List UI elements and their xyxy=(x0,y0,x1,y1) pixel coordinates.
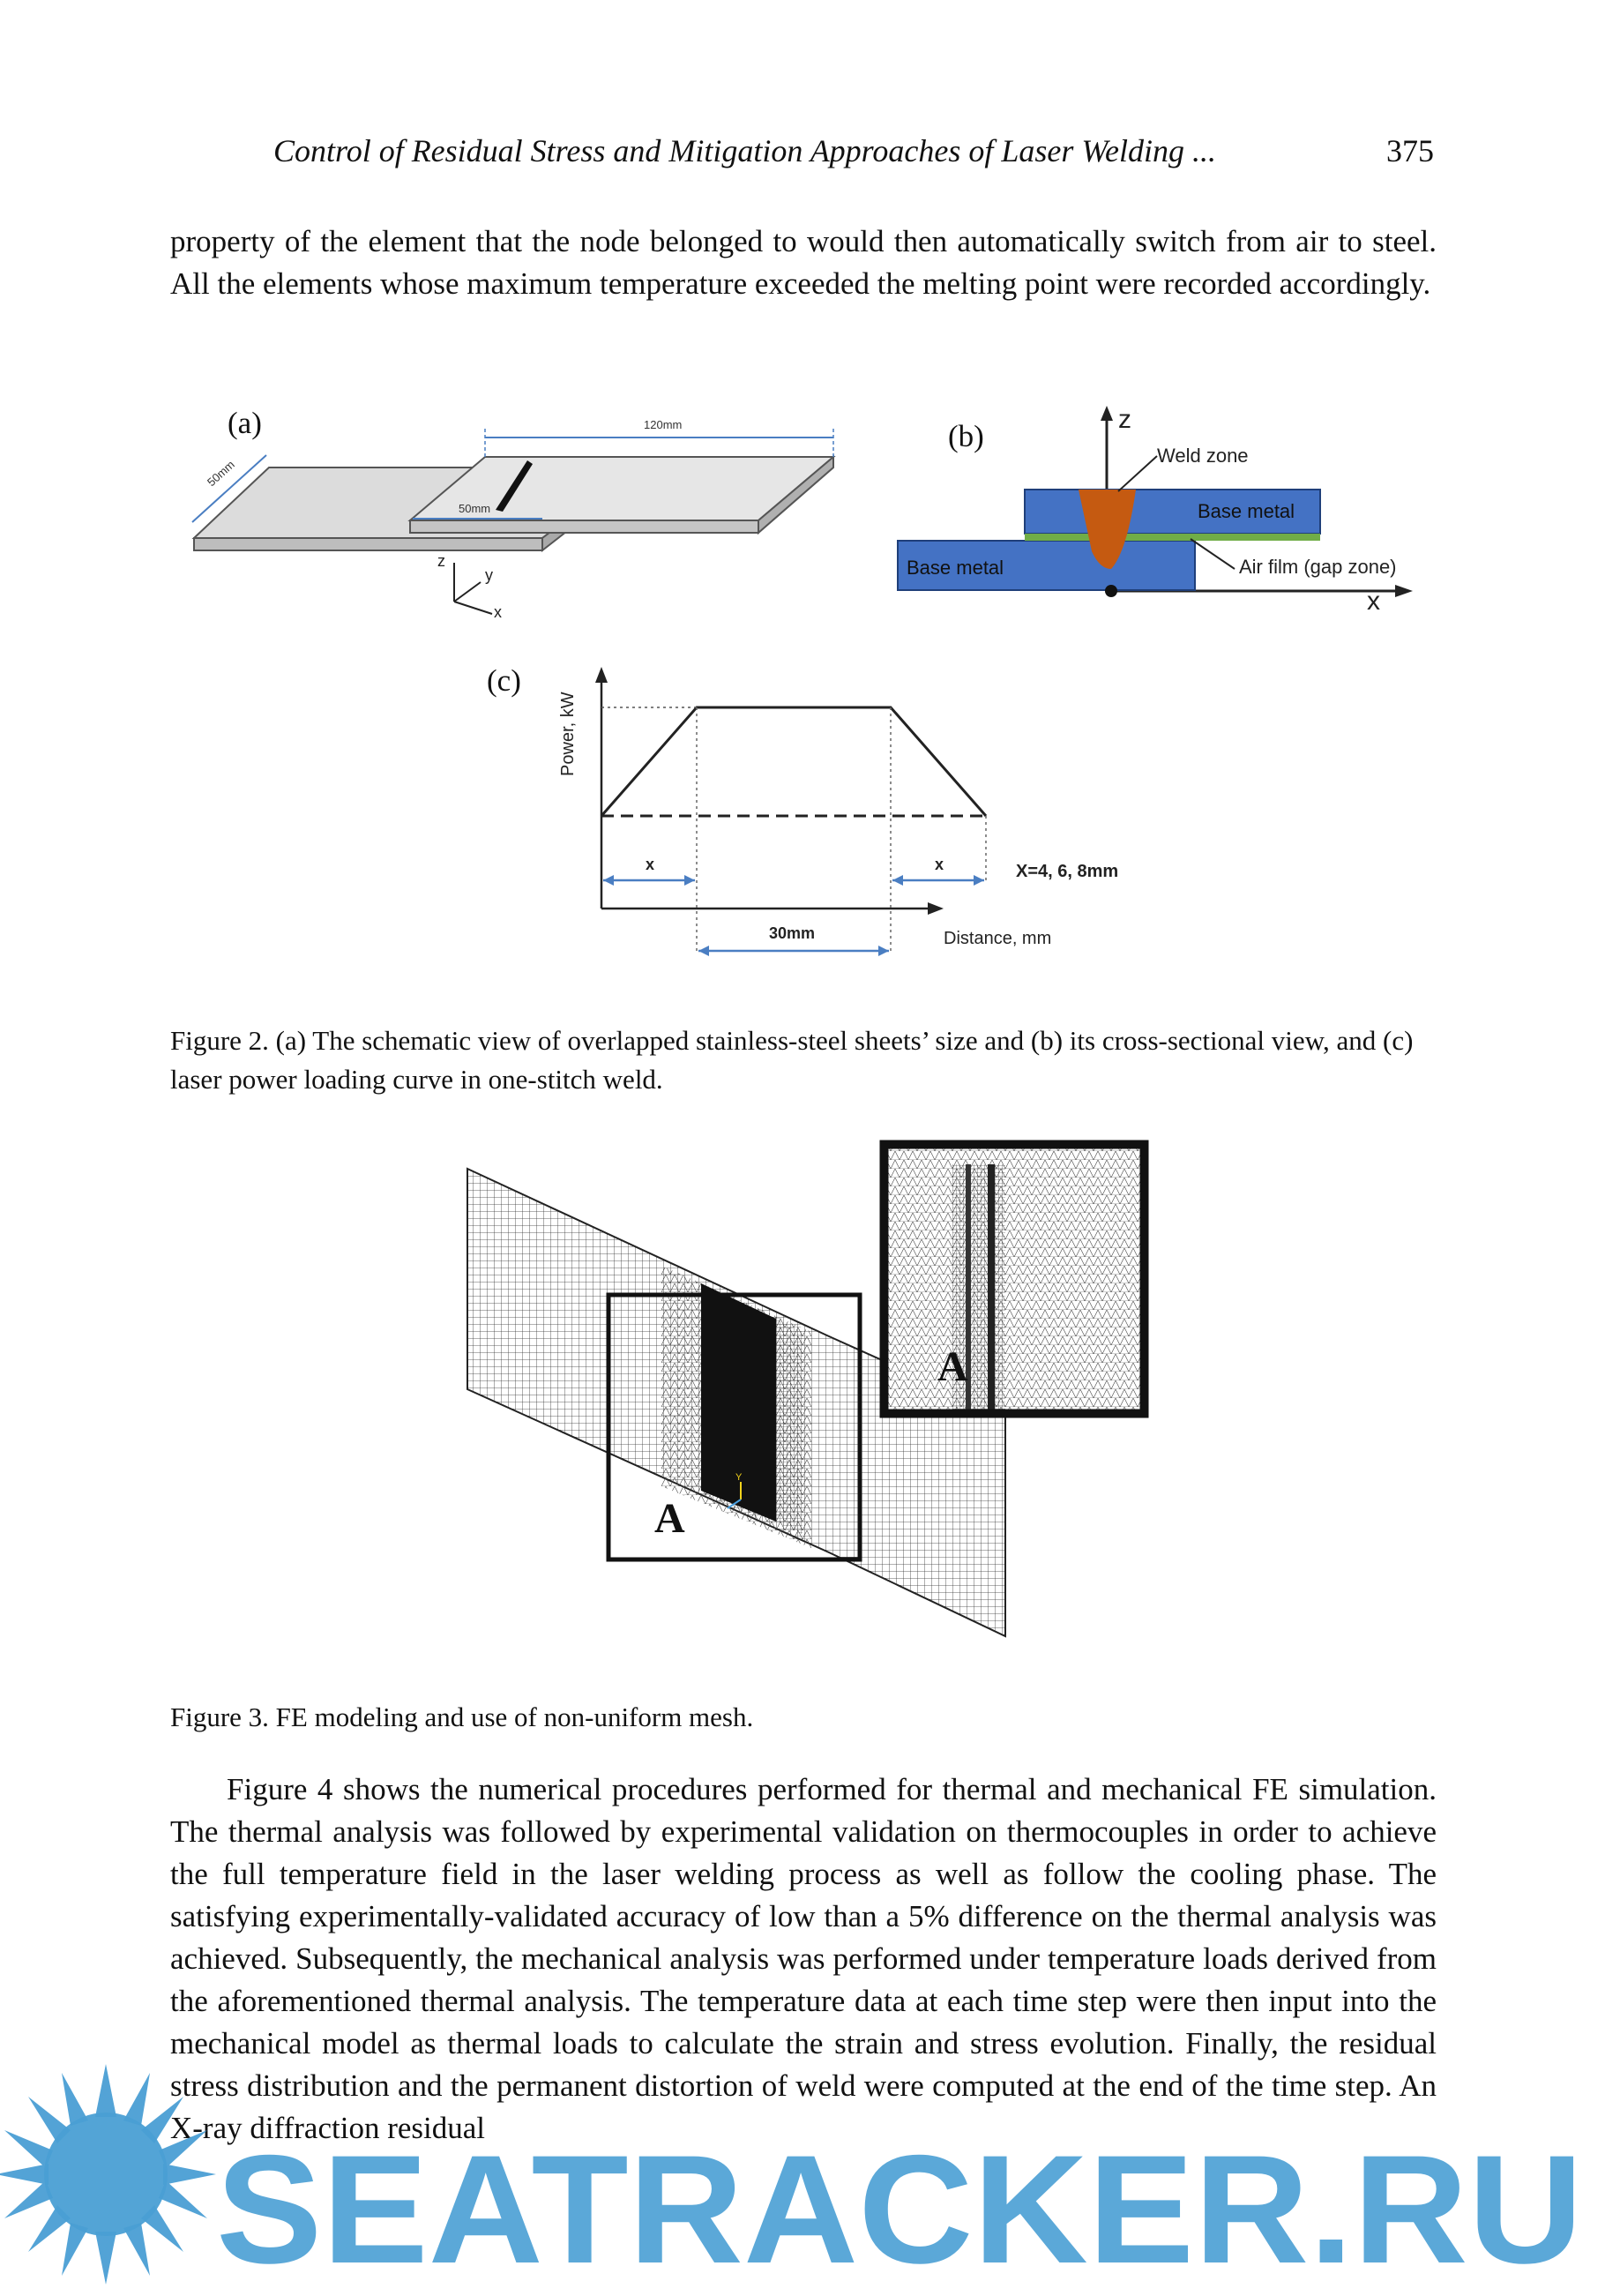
figure2-panel-a-label: (a) xyxy=(228,406,262,440)
page-number: 375 xyxy=(1386,133,1434,168)
figure2-panel-a-diagram: 120mm 50mm 50mm z y x xyxy=(191,418,836,621)
figure3-label-inset: A xyxy=(937,1343,968,1390)
air-film xyxy=(1025,534,1320,541)
axis-y-label: y xyxy=(485,566,493,584)
dim-length-label: 120mm xyxy=(644,418,682,431)
watermark-text: SEATRACKER.RU xyxy=(216,2124,1583,2296)
figure2-panel-b-label: (b) xyxy=(948,419,984,453)
figure3-caption: Figure 3. FE modeling and use of non-uni… xyxy=(170,1701,754,1732)
sunburst-icon xyxy=(0,2064,216,2285)
x-axis-label: Distance, mm xyxy=(944,929,1051,948)
lower-sheet-front xyxy=(193,537,543,551)
base-metal-top-label: Base metal xyxy=(1198,500,1295,522)
ramp-values-label: X=4, 6, 8mm xyxy=(1016,862,1118,881)
body-paragraph-1: property of the element that the node be… xyxy=(170,224,1437,301)
y-axis-label: Power, kW xyxy=(558,692,578,776)
figure2-panel-c-label: (c) xyxy=(487,663,521,698)
power-curve xyxy=(600,706,988,817)
axis-z-label: z xyxy=(1118,405,1131,434)
air-film-label: Air film (gap zone) xyxy=(1239,556,1397,578)
figure3-mesh-image: Y xyxy=(467,1140,1149,1638)
figure2-panel-b-diagram: z x Weld zone Base metal Base metal Air … xyxy=(897,405,1413,616)
figure3-label-main: A xyxy=(654,1495,685,1542)
body-paragraph-2: Figure 4 shows the numerical procedures … xyxy=(170,1772,1437,2145)
axis-x-label: x xyxy=(1367,587,1380,616)
base-metal-bottom xyxy=(897,540,1196,591)
weld-zone xyxy=(1079,490,1136,569)
plateau-label: 30mm xyxy=(769,924,815,942)
dim-width-line xyxy=(191,454,267,523)
ramp-label-right: x xyxy=(935,856,944,873)
axis-z-label: z xyxy=(437,552,445,570)
axis-x-label: x xyxy=(494,603,502,621)
upper-sheet-side xyxy=(758,454,834,535)
weld-zone-label: Weld zone xyxy=(1157,445,1249,467)
dim-width-label: 50mm xyxy=(205,458,237,489)
base-metal-bottom-label: Base metal xyxy=(907,557,1004,579)
weld-dense-mesh xyxy=(701,1283,776,1522)
svg-text:Y: Y xyxy=(735,1472,743,1483)
weld-bead xyxy=(496,460,533,512)
dim-overlap-label: 50mm xyxy=(459,502,490,515)
detail-box-main xyxy=(606,1292,862,1562)
figure2-caption: Figure 2. (a) The schematic view of over… xyxy=(170,1025,1414,1095)
watermark-logo: SEATRACKER.RU xyxy=(0,2064,1583,2296)
base-metal-top xyxy=(1024,489,1321,535)
figure2-panel-c-chart: Power, kW Distance, mm x x X=4, 6, 8mm 3… xyxy=(558,667,1118,956)
upper-sheet-front xyxy=(409,520,759,534)
running-header-title: Control of Residual Stress and Mitigatio… xyxy=(273,133,1217,168)
ramp-label-left: x xyxy=(646,856,654,873)
